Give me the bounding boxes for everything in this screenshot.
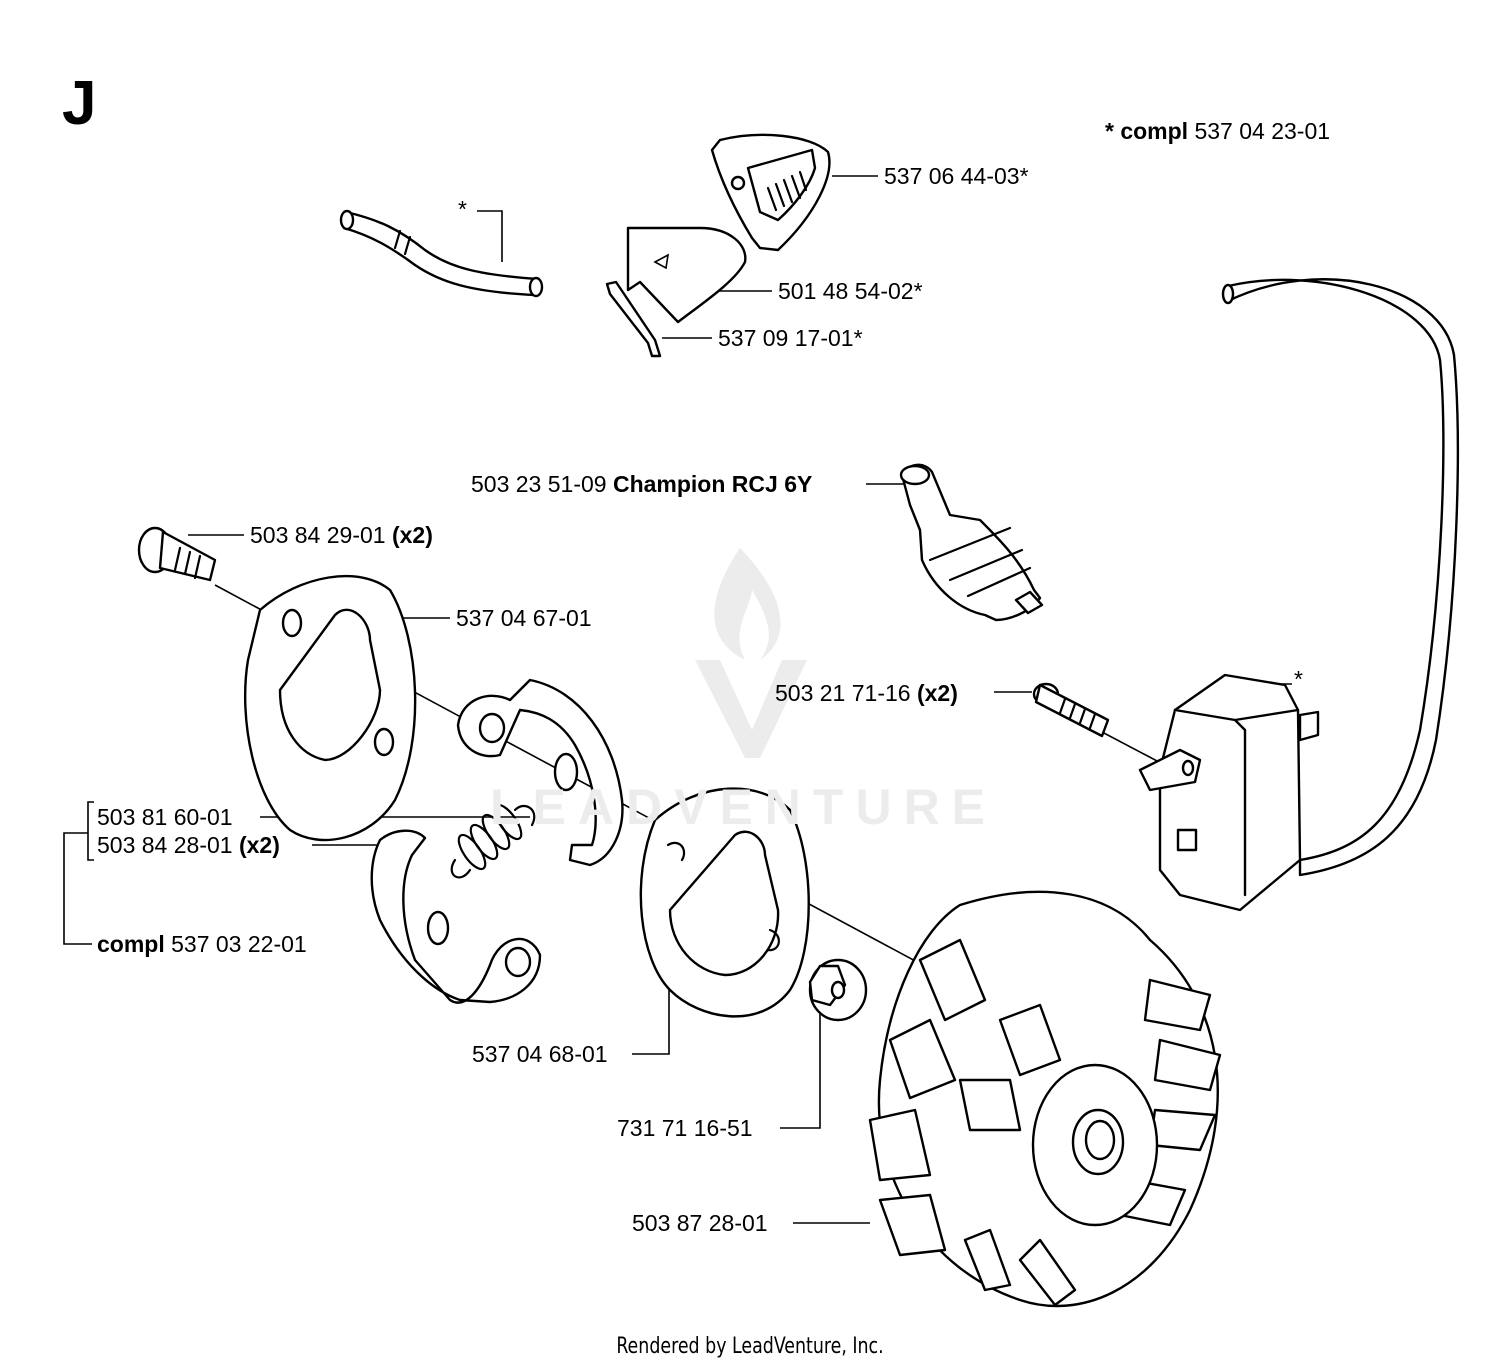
spring-part: [450, 803, 536, 879]
callout-flywheel: 503 87 28-01: [632, 1210, 768, 1236]
flywheel-part: [868, 890, 1222, 1308]
ignition-lead-part: [1221, 278, 1459, 877]
callout-pin: 537 09 17-01*: [718, 325, 863, 351]
callout-spark-plug: 503 23 51-09 Champion RCJ 6Y: [471, 471, 813, 497]
watermark-logo: [695, 548, 807, 758]
callout-clutch-compl: compl 537 03 22-01: [97, 931, 307, 957]
callout-cover: 537 06 44-03*: [884, 163, 1029, 189]
callout-ignition-module: *: [1294, 666, 1303, 692]
footer-credit: Rendered by LeadVenture, Inc.: [616, 1334, 884, 1359]
washer-plate-top-part: [244, 574, 417, 842]
watermark-text: LEADVENTURE: [490, 779, 998, 835]
clutch-shoe-left-part: [370, 829, 542, 1004]
callout-hose: *: [458, 196, 467, 222]
plate-part: [626, 226, 747, 324]
section-letter: J: [62, 69, 97, 138]
washer-plate-bottom-part: [639, 787, 810, 1018]
clutch-shoe-right-part: [456, 678, 624, 867]
fuel-hose-part: [339, 209, 544, 298]
callout-shoe-screw: 503 84 28-01 (x2): [97, 832, 280, 858]
ignition-module-part: [1138, 673, 1320, 912]
callout-kit: * compl 537 04 23-01: [1105, 118, 1331, 144]
callout-nut: 731 71 16-51: [617, 1115, 753, 1141]
callout-screw-top: 503 84 29-01 (x2): [250, 522, 433, 548]
callout-washer-plate-bottom: 537 04 68-01: [472, 1041, 608, 1067]
ignition-screw-part: [1032, 682, 1110, 738]
spark-plug-part: [899, 463, 1044, 622]
callout-washer-plate-top: 537 04 67-01: [456, 605, 592, 631]
nut-part: [808, 958, 868, 1022]
pin-part: [605, 280, 662, 358]
cover-part: [710, 133, 831, 252]
callout-plate: 501 48 54-02*: [778, 278, 923, 304]
screw-top-part: [137, 526, 217, 582]
callout-ignition-screw: 503 21 71-16 (x2): [775, 680, 958, 706]
callout-spring: 503 81 60-01: [97, 804, 233, 830]
